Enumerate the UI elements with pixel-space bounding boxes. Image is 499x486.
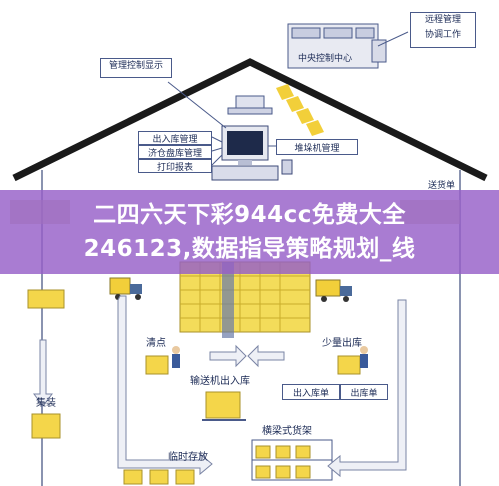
conveyor-pallet <box>202 391 246 421</box>
temp-storage-label: 临时存放 <box>168 452 208 463</box>
inbound-outbound-mgmt-box: 出入库管理 <box>138 131 212 145</box>
overlay-banner: 二四六天下彩944cc免费大全 246123,数据指导策略规划_线 <box>0 190 499 274</box>
worker-sorting <box>145 346 180 375</box>
small-outbound-label: 少量出库 <box>322 338 362 349</box>
pallet-stack-left <box>27 289 65 309</box>
network-device <box>227 95 273 115</box>
banner-line2: 246123,数据指导策略规划_线 <box>83 236 416 262</box>
mgmt-display-label: 管理控制显示 <box>108 61 163 71</box>
forklift-right <box>315 279 352 302</box>
outbound-slip-box: 出库单 <box>340 384 388 400</box>
flow-arrows <box>33 295 407 478</box>
temp-storage-pallets <box>123 469 195 485</box>
inventory-mgmt-box: 济仓盘库管理 <box>138 145 212 159</box>
worker-small-outbound <box>337 346 368 375</box>
remote-mgmt-line1: 远程管理 <box>424 15 461 25</box>
print-report-box: 打印报表 <box>138 159 212 173</box>
remote-management-callout: 远程管理 协调工作 <box>410 12 476 48</box>
shipping-truck-label: 送货单 <box>428 181 456 191</box>
io-slip-box: 出入库单 <box>282 384 340 400</box>
management-display-callout: 管理控制显示 <box>100 58 172 78</box>
packing-label: 集装 <box>36 398 56 409</box>
conveyor-io-label: 输送机出入库 <box>190 376 250 387</box>
computer-terminal <box>211 125 293 181</box>
beam-shelf <box>251 439 333 481</box>
central-control-label: 中央控制中心 <box>298 54 353 64</box>
packing-pallet <box>31 413 61 439</box>
forklift-left <box>109 277 142 300</box>
remote-mgmt-line2: 协调工作 <box>424 30 461 40</box>
sorting-label: 清点 <box>146 338 166 349</box>
banner-line1: 二四六天下彩944cc免费大全 <box>93 202 406 228</box>
stacker-mgmt-box: 堆垛机管理 <box>276 139 358 155</box>
beam-shelf-label: 横梁式货架 <box>262 426 312 437</box>
roof-outline <box>12 58 488 182</box>
signal-stripes <box>276 84 324 136</box>
central-control-console <box>287 23 387 69</box>
